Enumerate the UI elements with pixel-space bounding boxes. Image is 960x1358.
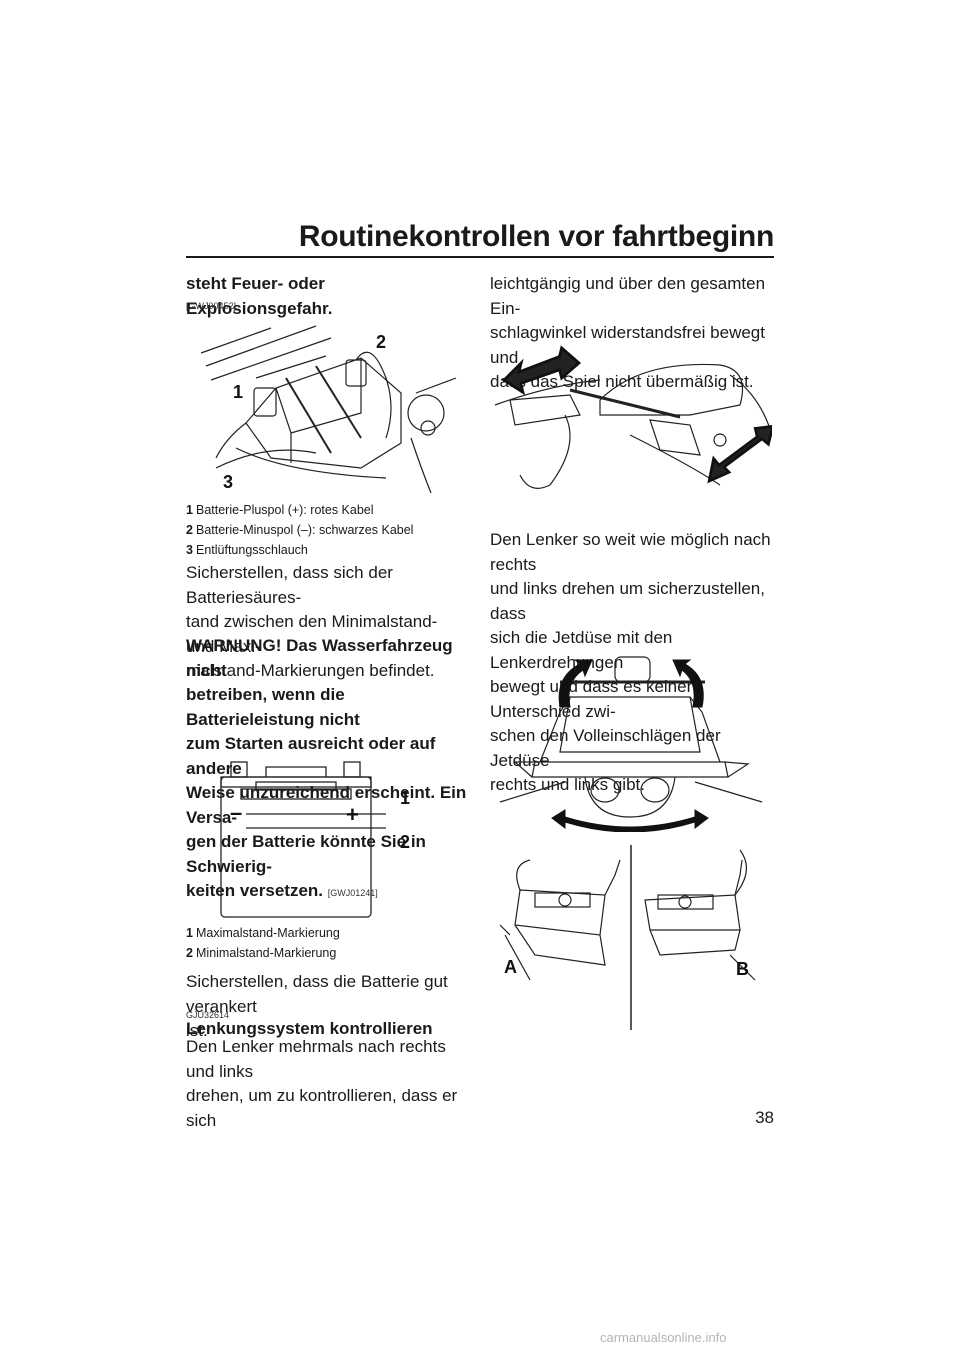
battery-level-illustration: – + 1 2 xyxy=(220,761,410,918)
callout-2: 2 xyxy=(400,832,410,852)
text-line: sich die Jetdüse mit den Lenkerdrehungen xyxy=(490,628,673,672)
callout-2: 2 xyxy=(376,332,386,352)
jet-nozzle-steering-figure xyxy=(490,652,772,832)
nozzle-comparison-illustration: A B xyxy=(499,845,756,1030)
text-line: leichtgängig und über den gesamten Ein- xyxy=(490,274,766,318)
callout-1: 1 xyxy=(400,788,410,808)
header-divider xyxy=(186,256,774,258)
battery-terminals-figure: 2 1 3 xyxy=(186,318,468,498)
callout-1: 1 xyxy=(233,382,243,402)
caption-number: 2 xyxy=(186,523,193,537)
warning-last-line: keiten versetzen. xyxy=(186,881,324,900)
text-line: WARNUNG! Das Wasserfahrzeug nicht xyxy=(186,636,453,680)
label-a: A xyxy=(504,957,517,977)
label-b: B xyxy=(736,959,749,979)
text-line: gen der Batterie könnte Sie in Schwierig… xyxy=(186,832,426,876)
full-lock-paragraph: Den Lenker so weit wie möglich nach rech… xyxy=(490,528,772,798)
text-line: rechts und links gibt. xyxy=(490,775,645,794)
text-line: drehen, um zu kontrollieren, dass er sic… xyxy=(186,1086,458,1130)
warning-paragraph: WARNUNG! Das Wasserfahrzeug nicht betrei… xyxy=(186,634,468,906)
battery-terminals-illustration: 2 1 3 xyxy=(200,325,457,494)
text-line: keiten versetzen. [GWJ01241] xyxy=(186,879,468,906)
section-code: GJU32614 xyxy=(186,1010,230,1020)
callout-3: 3 xyxy=(223,472,233,492)
jet-nozzle-illustration xyxy=(499,656,763,832)
intro-bold-text: steht Feuer- oder Explosionsgefahr. xyxy=(186,274,333,318)
warning-code-1: [GWJ00452] xyxy=(186,301,237,311)
text-line: schlagwinkel widerstandsfrei bewegt und xyxy=(490,323,765,367)
page-number: 38 xyxy=(755,1108,774,1127)
text-line: ist. xyxy=(186,1021,208,1040)
text-line: Den Lenker mehrmals nach rechts und link… xyxy=(186,1037,446,1081)
handlebar-figure xyxy=(490,345,772,505)
text-line: Sicherstellen, dass sich der Batteriesäu… xyxy=(186,563,393,607)
warning-code-2: [GWJ01241] xyxy=(327,888,378,898)
caption-number: 2 xyxy=(186,946,193,960)
caption-text: Batterie-Minuspol (–): schwarzes Kabel xyxy=(196,523,414,537)
page-title: Routinekontrollen vor fahrtbeginn xyxy=(298,220,774,253)
caption-number: 1 xyxy=(186,926,193,940)
battery-level-figure: – + 1 2 xyxy=(186,752,468,922)
watermark: carmanualsonline.info xyxy=(600,1330,727,1345)
steering-check-paragraph: Den Lenker mehrmals nach rechts und link… xyxy=(186,1035,468,1133)
text-line: Sicherstellen, dass die Batterie gut ver… xyxy=(186,972,448,1016)
caption-text: Entlüftungsschlauch xyxy=(196,543,308,557)
caption-text: Maximalstand-Markierung xyxy=(196,926,340,940)
minus-symbol: – xyxy=(230,800,242,825)
steering-continued-paragraph: leichtgängig und über den gesamten Ein- … xyxy=(490,272,772,395)
caption-text: Minimalstand-Markierung xyxy=(196,946,337,960)
electrolyte-level-paragraph: Sicherstellen, dass sich der Batteriesäu… xyxy=(186,561,468,684)
text-line: zum Starten ausreicht oder auf andere xyxy=(186,734,436,778)
caption-number: 1 xyxy=(186,503,193,517)
battery-secure-paragraph: Sicherstellen, dass die Batterie gut ver… xyxy=(186,970,468,1044)
text-line: malstand-Markierungen befindet. xyxy=(186,661,435,680)
text-line: tand zwischen den Minimalstand- und Maxi… xyxy=(186,612,438,656)
handlebar-illustration xyxy=(494,345,772,489)
section-heading: Lenkungssystem kontrollieren xyxy=(186,1019,433,1038)
plus-symbol: + xyxy=(346,802,359,827)
nozzle-comparison-figure: A B xyxy=(490,845,772,1030)
caption-number: 3 xyxy=(186,543,193,557)
caption-text: Batterie-Pluspol (+): rotes Kabel xyxy=(196,503,374,517)
text-line: Den Lenker so weit wie möglich nach rech… xyxy=(490,530,771,574)
text-line: dass das Spiel nicht übermäßig ist. xyxy=(490,372,754,391)
text-line: und links drehen um sicherzustellen, das… xyxy=(490,579,765,623)
text-line: betreiben, wenn die Batterieleistung nic… xyxy=(186,685,360,729)
